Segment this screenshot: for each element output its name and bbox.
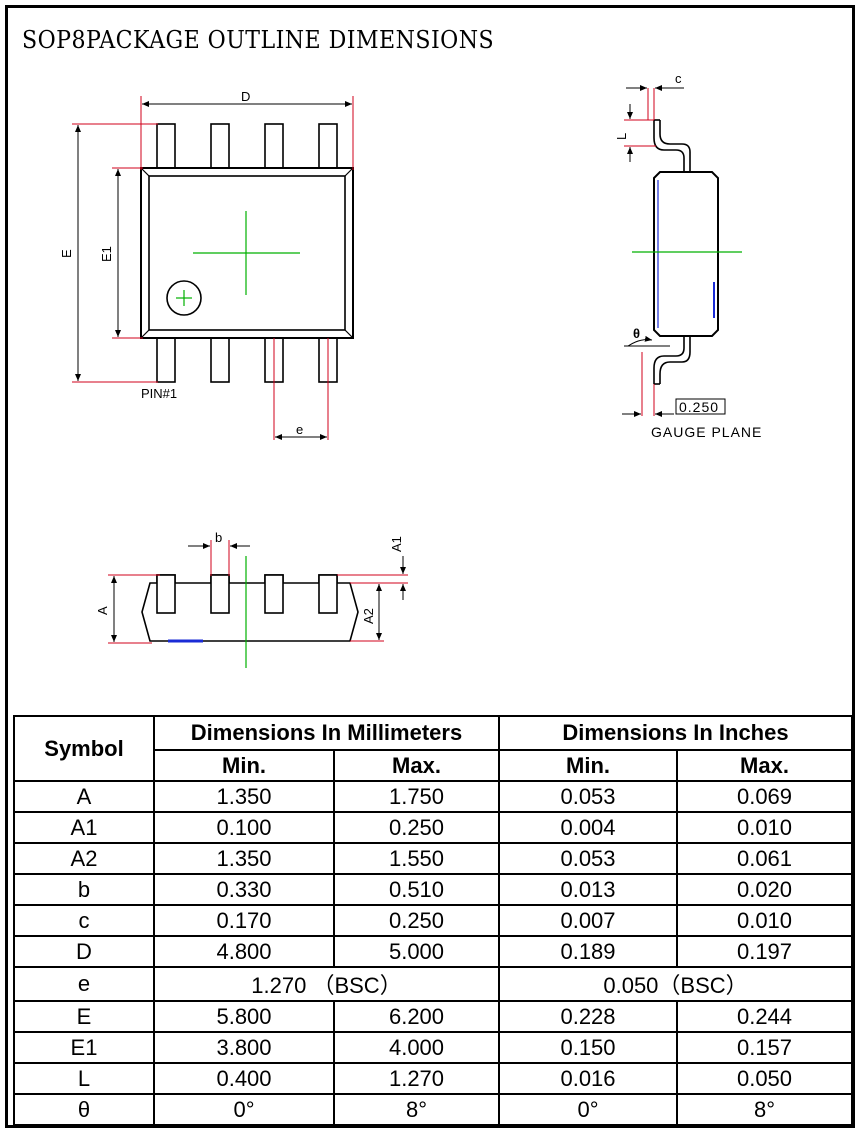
table-row: E1 3.800 4.000 0.150 0.157 (13, 1031, 854, 1064)
table-row: A1 0.100 0.250 0.004 0.010 (13, 811, 854, 844)
label-e: e (296, 422, 303, 437)
header-in-max: Max. (675, 749, 854, 782)
table-row: L 0.400 1.270 0.016 0.050 (13, 1062, 854, 1095)
cell-symbol: E (13, 1000, 155, 1033)
cell-mm-min: 3.800 (153, 1031, 335, 1064)
cell-symbol: E1 (13, 1031, 155, 1064)
cell-mm-min: 1.350 (153, 842, 335, 875)
label-theta: θ (633, 326, 640, 341)
page-frame (5, 5, 855, 1128)
cell-in-min: 0.228 (498, 1000, 678, 1033)
cell-mm-min: 0° (153, 1093, 335, 1126)
label-pin1: PIN#1 (141, 386, 177, 401)
cell-mm-min: 4.800 (153, 935, 335, 968)
cell-in-min: 0.007 (498, 904, 678, 937)
table-row: c 0.170 0.250 0.007 0.010 (13, 904, 854, 937)
cell-in-bsc: 0.050（BSC） (497, 966, 854, 1002)
cell-symbol: θ (13, 1093, 155, 1126)
side-view: c L θ 0.250 GAUGE PLANE (614, 71, 762, 440)
cell-mm-max: 8° (333, 1093, 500, 1126)
cell-symbol: D (13, 935, 155, 968)
table-row: A 1.350 1.750 0.053 0.069 (13, 780, 854, 813)
cell-mm-min: 0.170 (153, 904, 335, 937)
cell-in-min: 0.016 (498, 1062, 678, 1095)
cell-in-min: 0.053 (498, 780, 678, 813)
label-b: b (215, 530, 222, 545)
cell-mm-max: 1.750 (333, 780, 500, 813)
cell-mm-max: 0.250 (333, 811, 500, 844)
label-A: A (95, 606, 110, 615)
header-mm-max: Max. (333, 749, 500, 782)
cell-in-max: 0.157 (675, 1031, 854, 1064)
cell-in-min: 0.004 (498, 811, 678, 844)
top-pins (156, 123, 338, 169)
bottom-pins (156, 337, 338, 383)
cell-in-max: 0.197 (675, 935, 854, 968)
table-row: A2 1.350 1.550 0.053 0.061 (13, 842, 854, 875)
cell-mm-min: 0.100 (153, 811, 335, 844)
cell-in-max: 0.010 (675, 811, 854, 844)
label-gauge-plane: GAUGE PLANE (651, 424, 762, 440)
cell-mm-min: 1.350 (153, 780, 335, 813)
table-row-e: e 1.270 （BSC） 0.050（BSC） (13, 966, 854, 1002)
header-in-min: Min. (498, 749, 678, 782)
cell-mm-max: 0.250 (333, 904, 500, 937)
cell-in-min: 0.013 (498, 873, 678, 906)
cell-in-max: 8° (675, 1093, 854, 1126)
table-row: b 0.330 0.510 0.013 0.020 (13, 873, 854, 906)
front-view: b A A1 A2 (95, 530, 408, 668)
table-row: E 5.800 6.200 0.228 0.244 (13, 1000, 854, 1033)
cell-in-min: 0.053 (498, 842, 678, 875)
cell-symbol: c (13, 904, 155, 937)
cell-in-max: 0.020 (675, 873, 854, 906)
cell-mm-max: 1.550 (333, 842, 500, 875)
cell-mm-min: 5.800 (153, 1000, 335, 1033)
cell-in-min: 0.189 (498, 935, 678, 968)
label-E1: E1 (99, 246, 114, 262)
header-mm-min: Min. (153, 749, 335, 782)
package-body-inner (148, 175, 346, 331)
package-outline-drawing: D E E1 PIN#1 e (59, 71, 762, 668)
label-D: D (241, 89, 250, 104)
cell-symbol: e (13, 966, 155, 1002)
cell-mm-min: 0.400 (153, 1062, 335, 1095)
header-symbol: Symbol (13, 715, 155, 782)
cell-in-min: 0.150 (498, 1031, 678, 1064)
table-body: A 1.350 1.750 0.053 0.069 A1 0.100 0.250… (13, 780, 854, 1126)
label-c: c (675, 71, 682, 86)
cell-mm-bsc: 1.270 （BSC） (153, 966, 500, 1002)
header-inches: Dimensions In Inches (497, 715, 854, 751)
cell-in-max: 0.050 (675, 1062, 854, 1095)
cell-symbol: A2 (13, 842, 155, 875)
label-L: L (614, 133, 629, 140)
cell-mm-max: 1.270 (333, 1062, 500, 1095)
page-title: SOP8PACKAGE OUTLINE DIMENSIONS (22, 26, 495, 54)
table-row: D 4.800 5.000 0.189 0.197 (13, 935, 854, 968)
cell-mm-max: 0.510 (333, 873, 500, 906)
cell-symbol: L (13, 1062, 155, 1095)
cell-in-max: 0.244 (675, 1000, 854, 1033)
cell-mm-max: 5.000 (333, 935, 500, 968)
label-E: E (59, 249, 74, 258)
header-millimeters: Dimensions In Millimeters (153, 715, 500, 751)
pin1-marker (166, 280, 202, 316)
cell-mm-max: 4.000 (333, 1031, 500, 1064)
dimensions-table: Symbol Dimensions In Millimeters Dimensi… (13, 715, 854, 1126)
cell-in-min: 0° (498, 1093, 678, 1126)
cell-mm-max: 6.200 (333, 1000, 500, 1033)
cell-symbol: A (13, 780, 155, 813)
cell-symbol: A1 (13, 811, 155, 844)
cell-in-max: 0.061 (675, 842, 854, 875)
cell-mm-min: 0.330 (153, 873, 335, 906)
cell-in-max: 0.069 (675, 780, 854, 813)
label-A2: A2 (361, 608, 376, 624)
table-row: θ 0° 8° 0° 8° (13, 1093, 854, 1126)
cell-in-max: 0.010 (675, 904, 854, 937)
label-gauge-value: 0.250 (679, 399, 719, 415)
label-A1: A1 (389, 536, 404, 552)
cell-symbol: b (13, 873, 155, 906)
top-view: D E E1 PIN#1 e (59, 89, 354, 440)
